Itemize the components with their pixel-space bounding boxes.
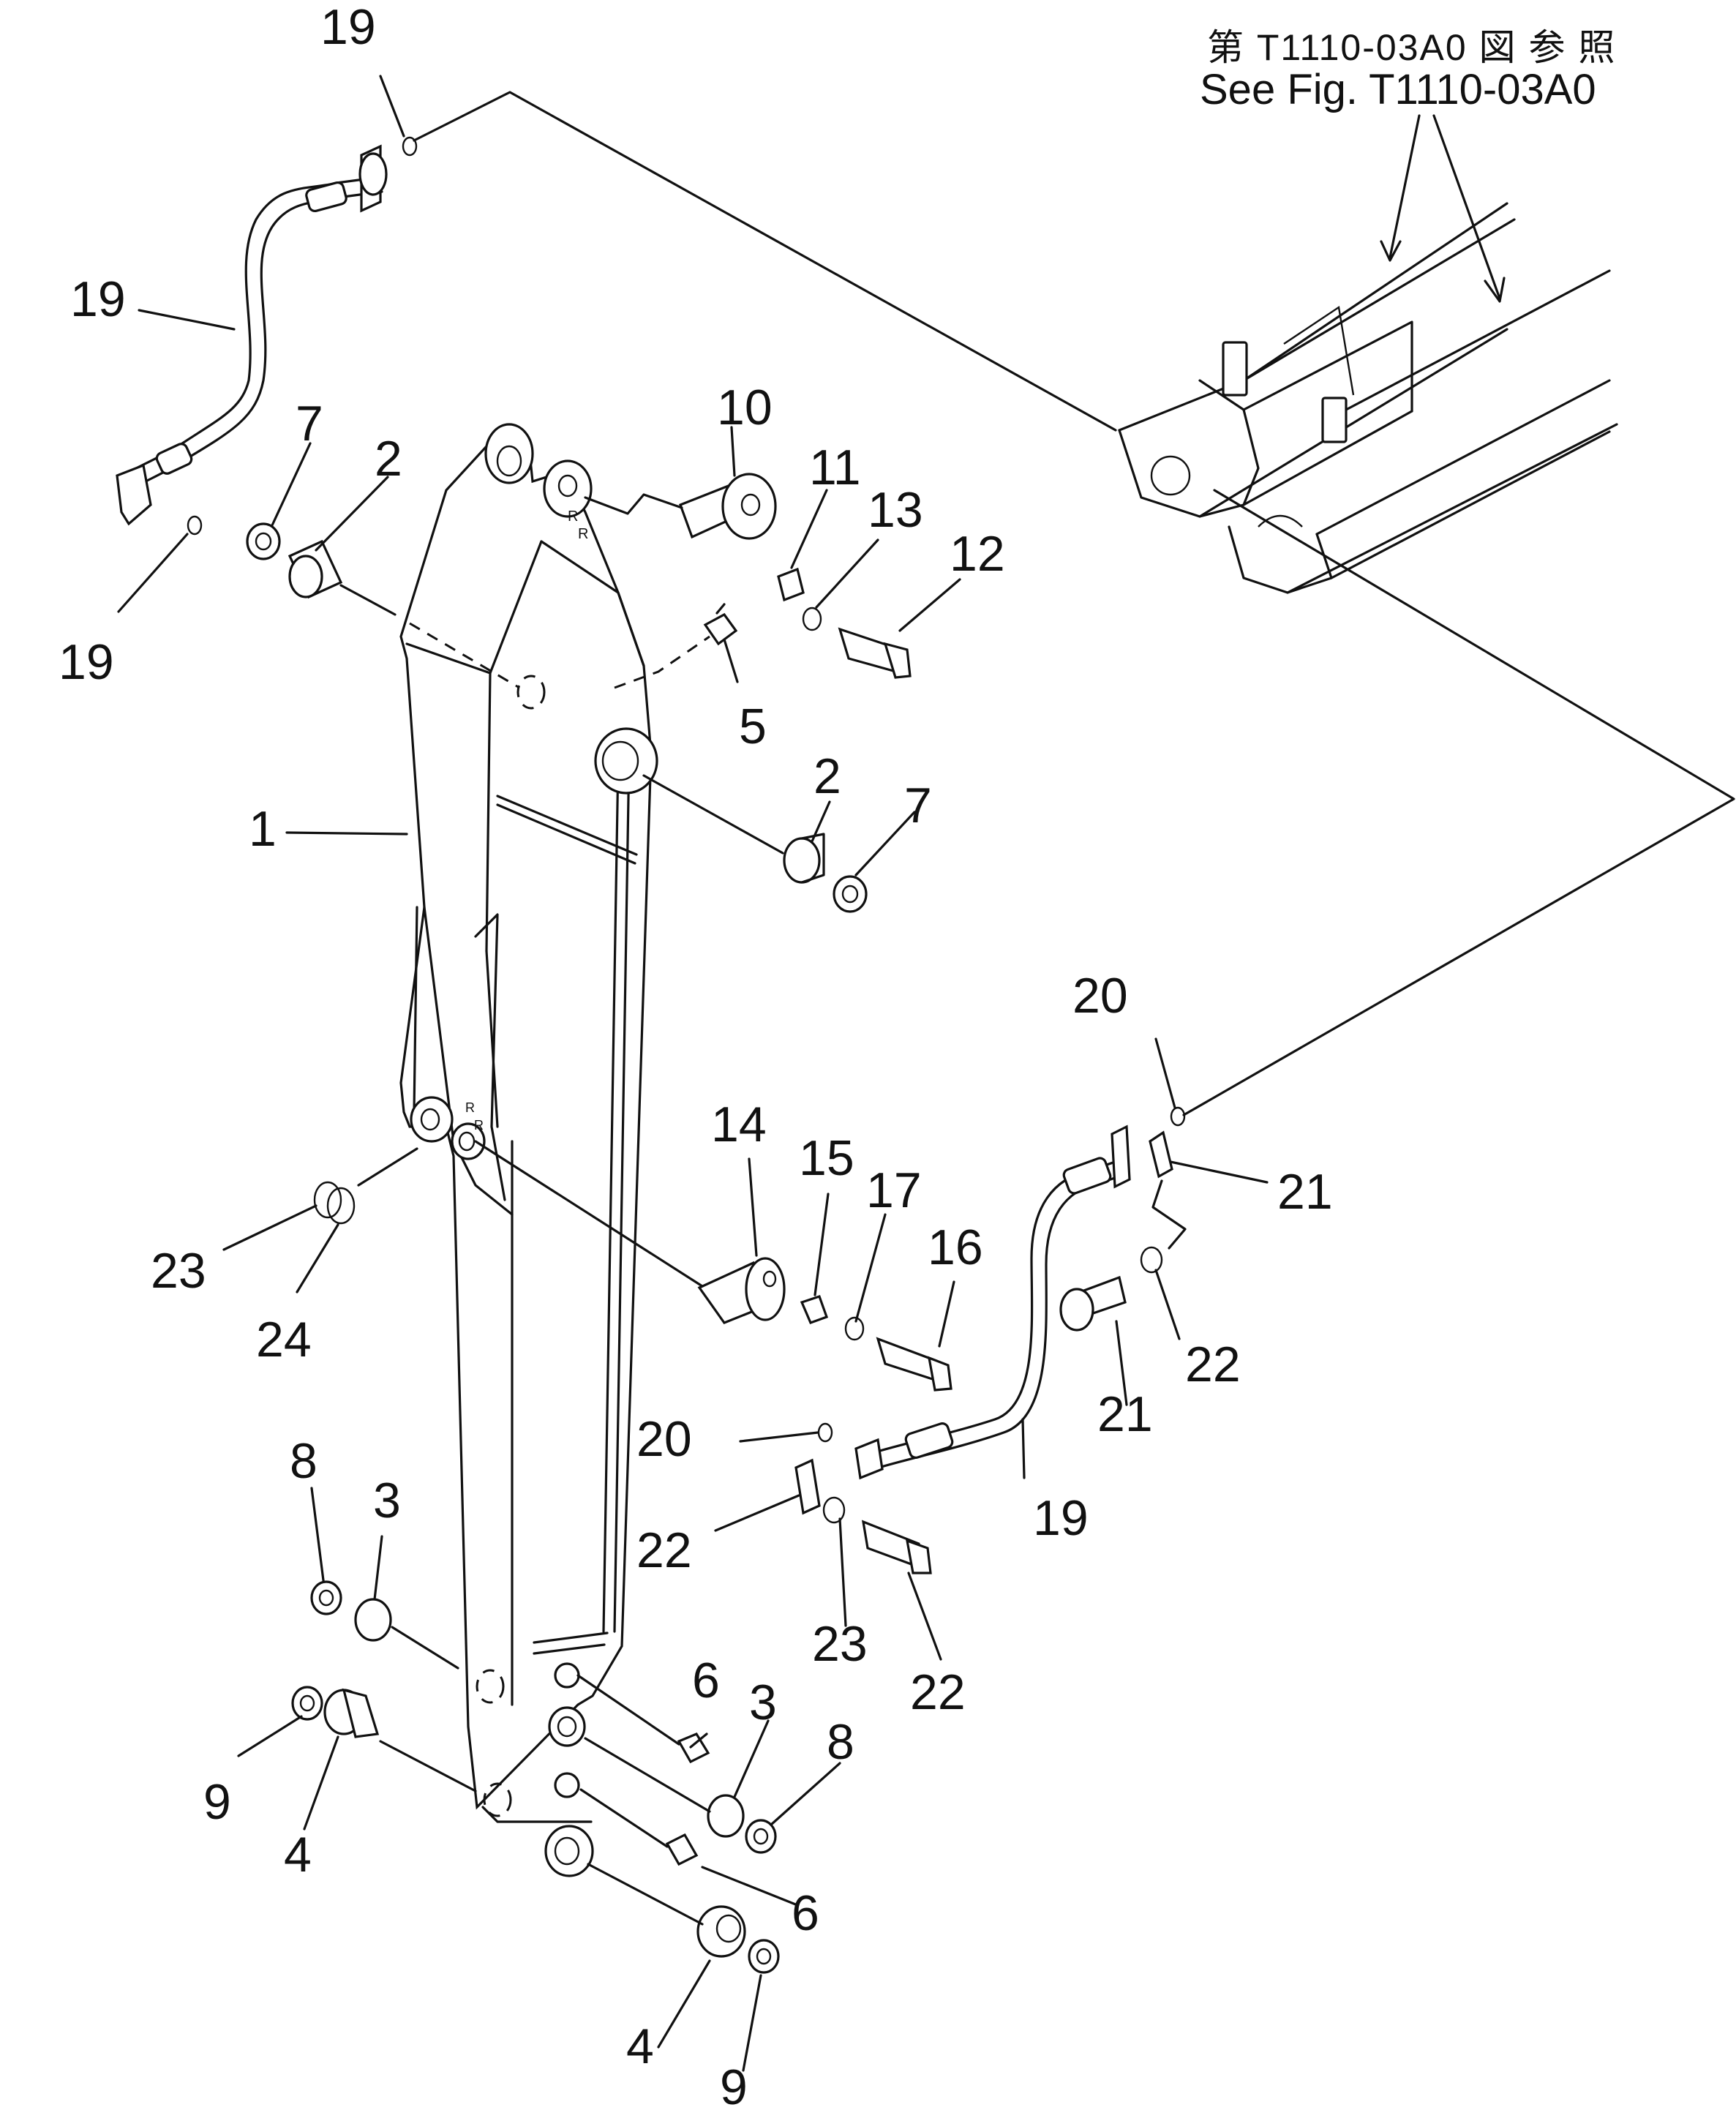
leader-lines [117, 75, 1269, 2072]
callout-18: 19 [1033, 1490, 1089, 1546]
callout-7: 7 [296, 396, 323, 451]
callout-1: 1 [249, 801, 277, 857]
callout-17: 17 [866, 1163, 922, 1218]
callout-19: 20 [636, 1411, 692, 1467]
callout-20: 21 [1277, 1164, 1333, 1220]
callout-11: 11 [809, 440, 861, 495]
callout-21: 22 [910, 1664, 966, 1720]
callout-3: 3 [373, 1473, 401, 1528]
callout-24: 24 [256, 1312, 312, 1367]
svg-text:R: R [465, 1100, 476, 1115]
callout-19: 19 [320, 0, 376, 55]
alignment-lines [413, 91, 1735, 1116]
callout-labels: 19 19 7 2 19 10 11 13 12 5 1 2 7 20 14 1… [59, 0, 1333, 2110]
callout-9: 9 [720, 2060, 748, 2110]
reference-figure: 第 T1110-03A0 図 参 照 See Fig. T1110-03A0 [1118, 27, 1618, 594]
callout-13: 13 [868, 482, 923, 538]
callout-18: 19 [70, 271, 126, 327]
callout-21: 21 [1097, 1386, 1153, 1442]
svg-text:R: R [578, 526, 590, 542]
svg-text:R: R [568, 508, 579, 525]
callout-2: 2 [813, 748, 841, 804]
reference-jp: 第 T1110-03A0 図 参 照 [1207, 27, 1616, 68]
callout-3: 3 [749, 1675, 777, 1730]
callout-14: 14 [711, 1097, 767, 1152]
hose-lower [854, 1125, 1131, 1480]
callout-20: 22 [636, 1523, 692, 1578]
callout-19: 20 [1072, 968, 1128, 1024]
callout-4: 4 [284, 1827, 312, 1882]
callout-22: 22 [1185, 1337, 1241, 1392]
reference-en: See Fig. T1110-03A0 [1200, 66, 1596, 113]
hose-upper [116, 144, 388, 526]
callout-19: 19 [59, 634, 114, 690]
arm-body: R R R R [399, 423, 658, 1877]
callout-6: 6 [792, 1885, 819, 1941]
callout-2: 2 [375, 431, 402, 487]
callout-6: 6 [692, 1653, 720, 1708]
callout-8: 8 [290, 1433, 317, 1489]
callout-9: 9 [203, 1774, 231, 1830]
callout-8: 8 [827, 1714, 854, 1770]
svg-text:R: R [474, 1118, 485, 1133]
assembly-lines [339, 493, 1187, 1926]
callout-10: 10 [717, 380, 773, 435]
callout-7: 7 [904, 778, 932, 833]
callout-22: 23 [812, 1616, 868, 1672]
callout-23: 23 [151, 1243, 206, 1299]
callout-12: 12 [950, 526, 1005, 582]
small-parts [187, 136, 1186, 1974]
callout-5: 5 [739, 699, 767, 754]
callout-15: 15 [799, 1130, 854, 1186]
callout-16: 16 [928, 1220, 983, 1275]
callout-4: 4 [626, 2019, 654, 2074]
